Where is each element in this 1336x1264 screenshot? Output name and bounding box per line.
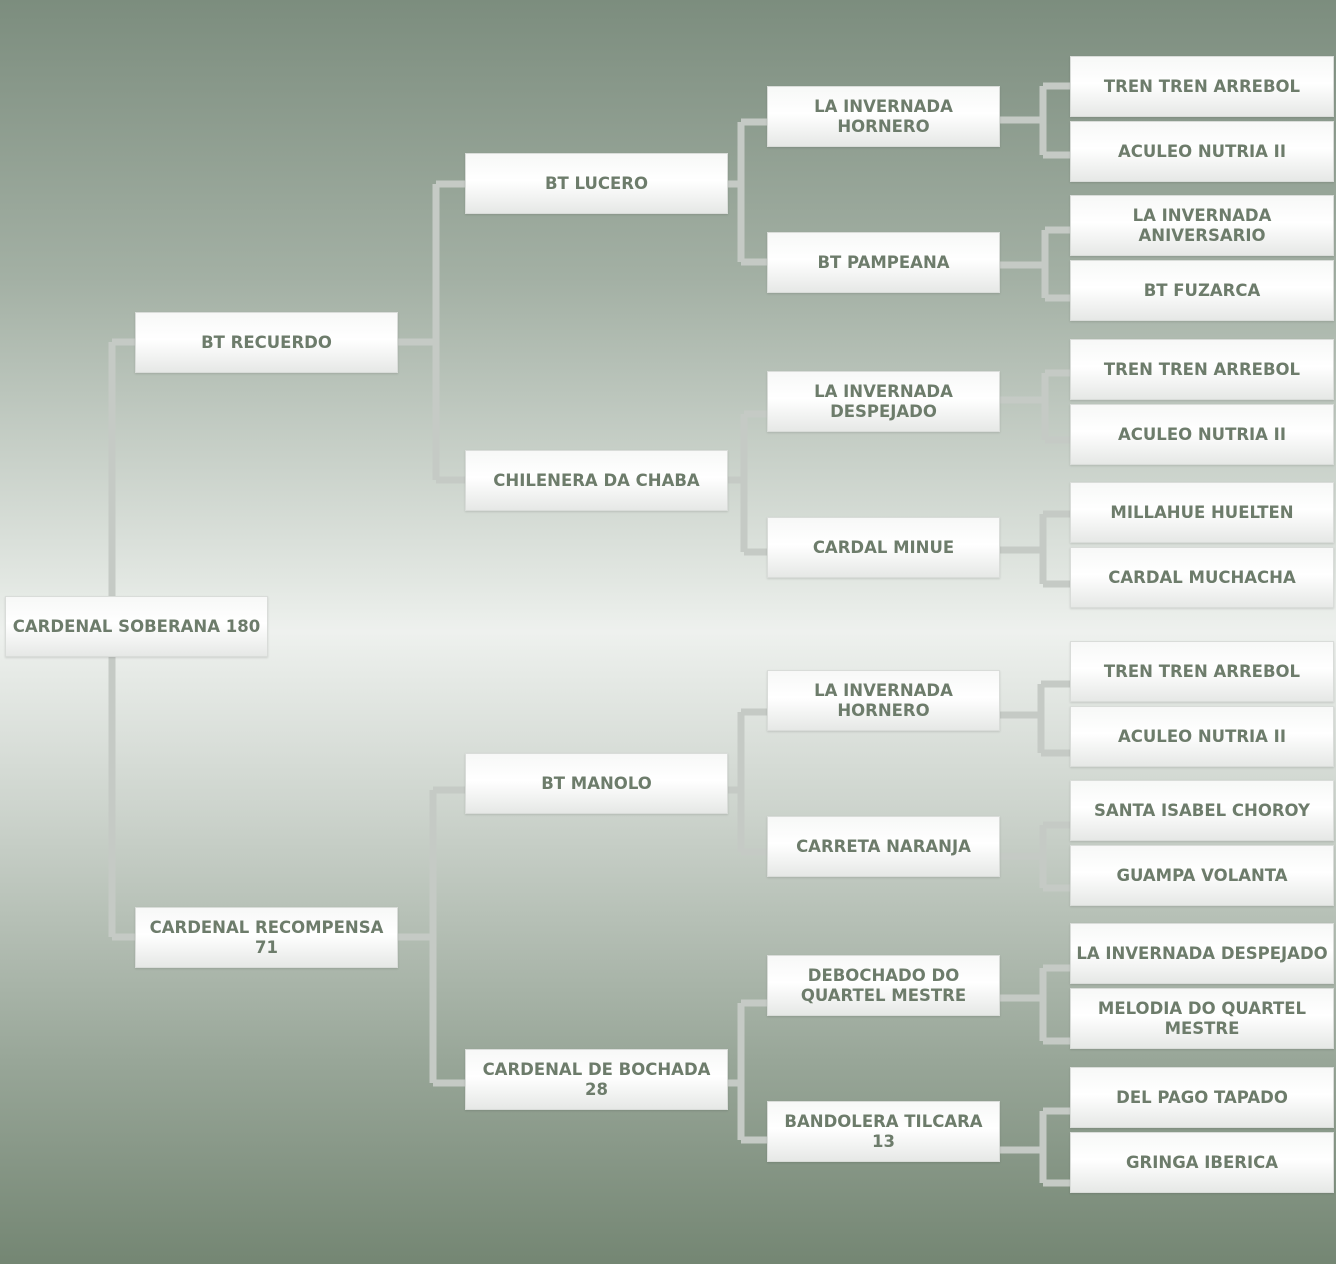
- gen4-ancestor-node[interactable]: ACULEO NUTRIA II: [1070, 121, 1334, 182]
- connector-line: [728, 118, 767, 266]
- gen4-ancestor-node[interactable]: MILLAHUE HUELTEN: [1070, 482, 1334, 543]
- connector-line: [1000, 226, 1070, 302]
- gen4-ancestor-node[interactable]: TREN TREN ARREBOL: [1070, 641, 1334, 702]
- gen4-ancestor-node[interactable]: GUAMPA VOLANTA: [1070, 845, 1334, 906]
- great-grandparent-node[interactable]: CARDAL MINUE: [767, 517, 1000, 578]
- grandparent-node[interactable]: BT MANOLO: [465, 753, 728, 814]
- gen4-ancestor-node[interactable]: MELODIA DO QUARTEL MESTRE: [1070, 988, 1334, 1049]
- connector-line: [398, 786, 465, 1087]
- sire-node[interactable]: BT RECUERDO: [135, 312, 398, 373]
- gen4-ancestor-node[interactable]: SANTA ISABEL CHOROY: [1070, 780, 1334, 841]
- connector-line: [1000, 1107, 1070, 1187]
- connector-line: [1000, 369, 1070, 444]
- connector-line: [1000, 510, 1070, 588]
- connector-line: [1000, 680, 1070, 757]
- great-grandparent-node[interactable]: DEBOCHADO DO QUARTEL MESTRE: [767, 955, 1000, 1016]
- great-grandparent-node[interactable]: LA INVERNADA HORNERO: [767, 86, 1000, 147]
- connector-line: [728, 708, 767, 856]
- gen4-ancestor-node[interactable]: CARDAL MUCHACHA: [1070, 547, 1334, 608]
- grandparent-node[interactable]: CHILENERA DA CHABA: [465, 450, 728, 511]
- gen4-ancestor-node[interactable]: DEL PAGO TAPADO: [1070, 1067, 1334, 1128]
- great-grandparent-node[interactable]: CARRETA NARANJA: [767, 816, 1000, 877]
- connector-line: [728, 999, 767, 1144]
- gen4-ancestor-node[interactable]: ACULEO NUTRIA II: [1070, 706, 1334, 767]
- grandparent-node[interactable]: CARDENAL DE BOCHADA 28: [465, 1049, 728, 1110]
- gen4-ancestor-node[interactable]: GRINGA IBERICA: [1070, 1132, 1334, 1193]
- gen4-ancestor-node[interactable]: TREN TREN ARREBOL: [1070, 56, 1334, 117]
- great-grandparent-node[interactable]: BT PAMPEANA: [767, 232, 1000, 293]
- connector-line: [1000, 964, 1070, 1045]
- grandparent-node[interactable]: BT LUCERO: [465, 153, 728, 214]
- gen4-ancestor-node[interactable]: LA INVERNADA DESPEJADO: [1070, 923, 1334, 984]
- great-grandparent-node[interactable]: BANDOLERA TILCARA 13: [767, 1101, 1000, 1162]
- connector-line: [728, 410, 767, 556]
- connector-line: [1000, 821, 1070, 892]
- great-grandparent-node[interactable]: LA INVERNADA DESPEJADO: [767, 371, 1000, 432]
- connector-line: [1000, 82, 1070, 159]
- great-grandparent-node[interactable]: LA INVERNADA HORNERO: [767, 670, 1000, 731]
- dam-node[interactable]: CARDENAL RECOMPENSA 71: [135, 907, 398, 968]
- gen4-ancestor-node[interactable]: BT FUZARCA: [1070, 260, 1334, 321]
- gen4-ancestor-node[interactable]: LA INVERNADA ANIVERSARIO: [1070, 195, 1334, 256]
- gen4-ancestor-node[interactable]: ACULEO NUTRIA II: [1070, 404, 1334, 465]
- gen4-ancestor-node[interactable]: TREN TREN ARREBOL: [1070, 339, 1334, 400]
- connector-line: [398, 180, 465, 484]
- subject-node[interactable]: CARDENAL SOBERANA 180: [5, 596, 268, 657]
